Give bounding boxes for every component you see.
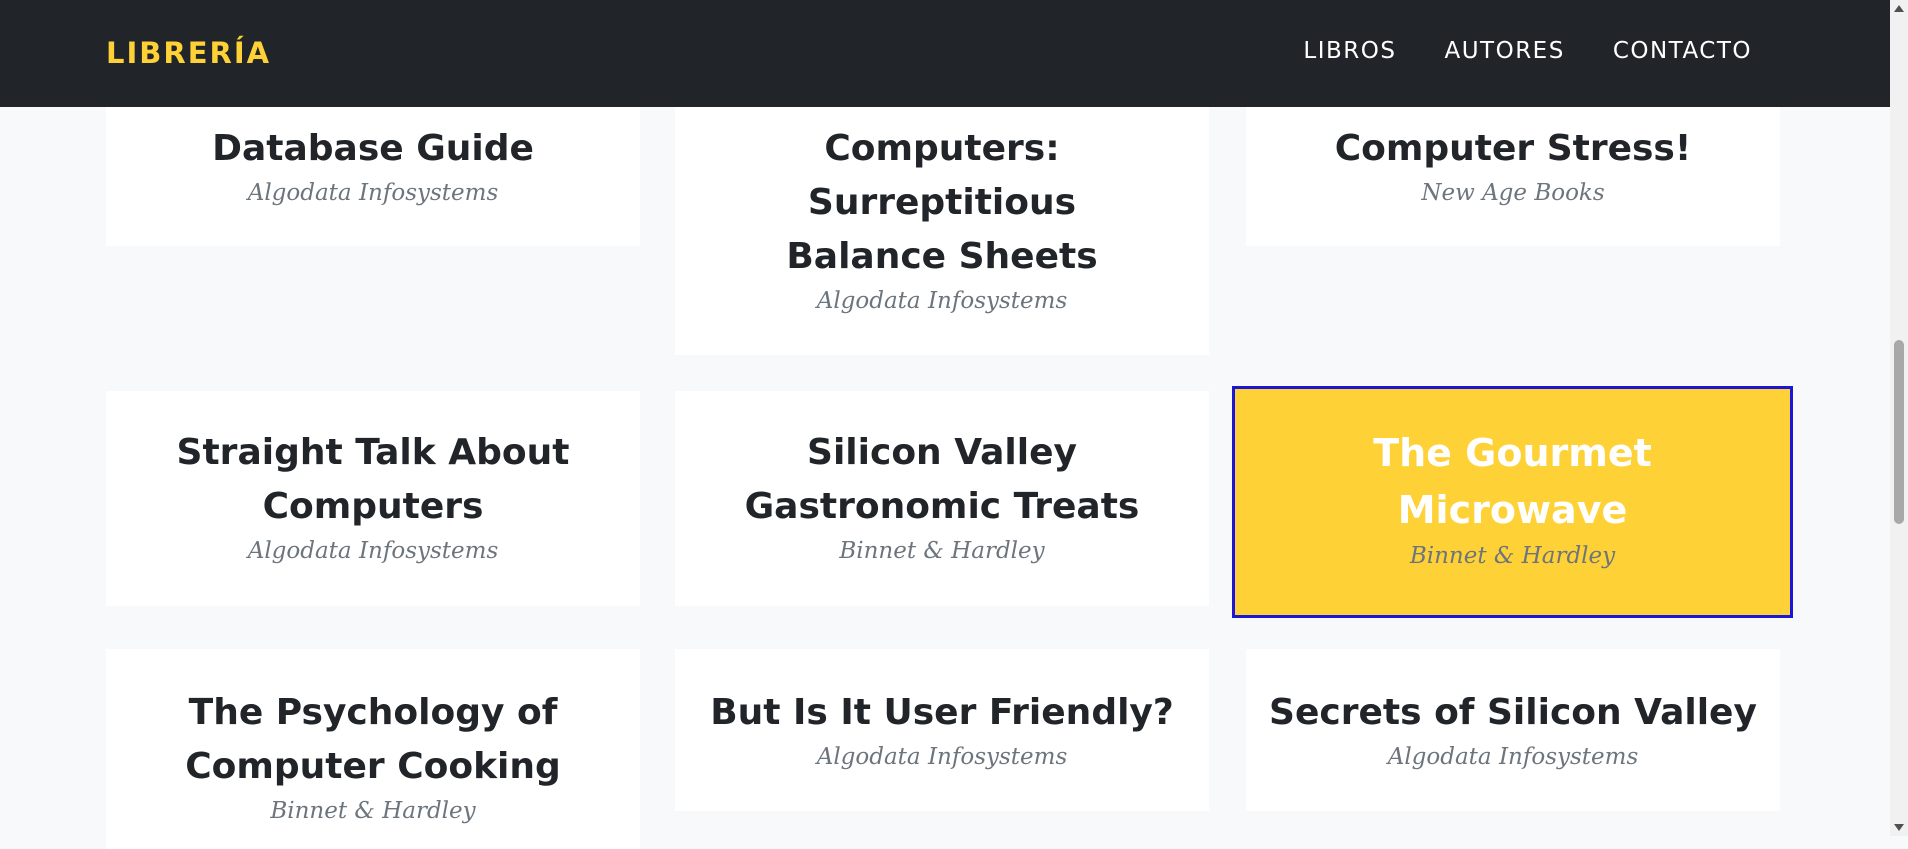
book-card[interactable]: Straight Talk About Computers Algodata I… xyxy=(106,391,640,606)
book-card[interactable]: But Is It User Friendly? Algodata Infosy… xyxy=(675,649,1209,811)
book-publisher: Binnet & Hardley xyxy=(839,538,1045,564)
book-title: Secrets of Silicon Valley xyxy=(1269,692,1757,733)
scroll-thumb[interactable] xyxy=(1894,340,1904,524)
book-title: The Gourmet Microwave xyxy=(1373,431,1652,532)
book-publisher: Algodata Infosystems xyxy=(247,180,499,206)
book-card[interactable]: The Psychology of Computer Cooking Binne… xyxy=(106,649,640,849)
book-title: Straight Talk About Computers xyxy=(176,432,570,527)
brand-logo[interactable]: LIBRERÍA xyxy=(106,36,272,70)
book-publisher: Algodata Infosystems xyxy=(816,288,1068,314)
top-navbar: LIBRERÍA LIBROS AUTORES CONTACTO xyxy=(0,0,1890,107)
book-title: But Is It User Friendly? xyxy=(710,692,1174,733)
vertical-scrollbar[interactable] xyxy=(1890,0,1908,836)
nav-link-contacto[interactable]: CONTACTO xyxy=(1612,38,1752,64)
book-title: Database Guide xyxy=(212,128,534,169)
book-card[interactable]: Computers: Surreptitious Balance Sheets … xyxy=(675,68,1209,355)
scroll-down-arrow-icon[interactable] xyxy=(1894,824,1904,831)
nav-links: LIBROS AUTORES CONTACTO xyxy=(1303,38,1752,64)
scroll-up-arrow-icon[interactable] xyxy=(1894,5,1904,12)
book-publisher: Algodata Infosystems xyxy=(247,538,499,564)
book-publisher: Binnet & Hardley xyxy=(1409,543,1616,569)
book-card[interactable]: Silicon Valley Gastronomic Treats Binnet… xyxy=(675,391,1209,606)
book-title: Silicon Valley Gastronomic Treats xyxy=(744,432,1140,527)
nav-link-libros[interactable]: LIBROS xyxy=(1303,38,1397,64)
book-card-highlighted[interactable]: The Gourmet Microwave Binnet & Hardley xyxy=(1232,386,1793,618)
book-title: Computers: Surreptitious Balance Sheets xyxy=(786,128,1098,277)
book-title: The Psychology of Computer Cooking xyxy=(185,692,561,787)
book-publisher: Algodata Infosystems xyxy=(816,744,1068,770)
book-publisher: New Age Books xyxy=(1421,180,1605,206)
book-publisher: Algodata Infosystems xyxy=(1387,744,1639,770)
book-publisher: Binnet & Hardley xyxy=(270,798,476,824)
book-title: Computer Stress! xyxy=(1334,128,1692,169)
book-card[interactable]: Secrets of Silicon Valley Algodata Infos… xyxy=(1246,649,1780,811)
nav-link-autores[interactable]: AUTORES xyxy=(1444,38,1565,64)
